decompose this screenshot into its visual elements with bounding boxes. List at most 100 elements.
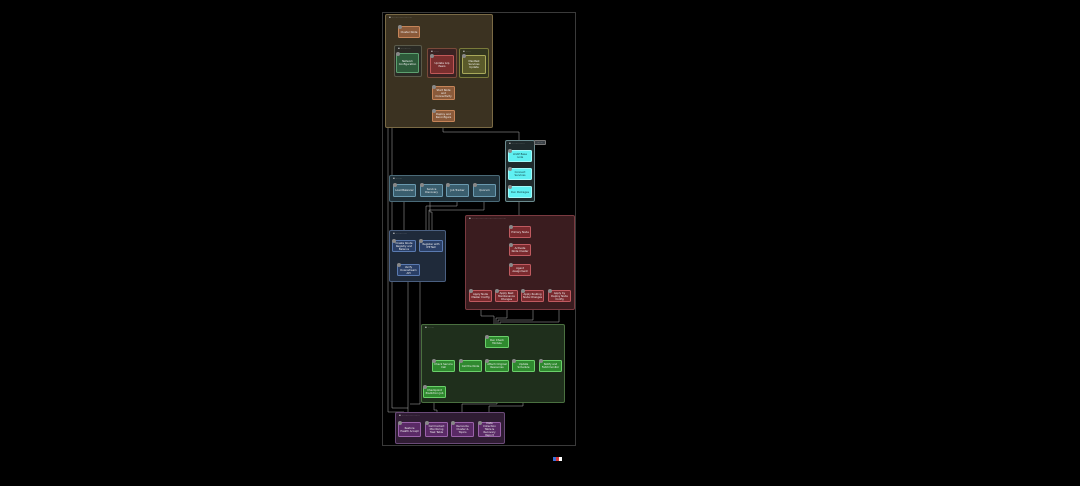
node-badge-icon — [396, 52, 400, 56]
node-badge-icon — [512, 359, 516, 363]
node-badge-icon — [469, 289, 473, 293]
node-c3[interactable]: Run Packages — [508, 185, 532, 198]
node-label: Check Service Call — [434, 363, 453, 369]
group-label: ▪ ······ — [431, 50, 439, 53]
edge — [428, 197, 485, 240]
node-r7[interactable]: Apply by Deploy Node Config — [548, 289, 571, 302]
node-p1[interactable]: Restore Health Accept — [398, 421, 421, 437]
node-badge-icon — [432, 109, 436, 113]
node-label: Update Schedule — [517, 363, 530, 369]
node-g4[interactable]: Attach Original Resources — [485, 359, 509, 372]
group-label: ▪ ······································… — [469, 217, 507, 220]
node-badge-icon — [451, 421, 455, 425]
node-label: Cluster Node — [400, 30, 418, 34]
node-badge-icon — [432, 85, 436, 89]
node-label: Deploy and Reconfigure — [435, 113, 452, 119]
node-label: Call Contact Monitoring Task Table — [428, 425, 445, 434]
node-badge-icon — [393, 183, 397, 187]
node-badge-icon — [473, 183, 477, 187]
node-r5[interactable]: Apply Rest Maintenance Changes — [495, 289, 518, 302]
node-a1[interactable]: Network Configuration — [396, 52, 419, 73]
node-t1[interactable]: Load Balancer — [393, 183, 416, 197]
node-label: Apply by Deploy Node Config — [551, 291, 568, 301]
brand-logo-icon — [553, 457, 562, 461]
node-b3[interactable]: Verify Downstream API — [397, 263, 420, 276]
node-p3[interactable]: Reconcile Cluster & Topics — [451, 421, 474, 437]
node-label: Attach Original Resources — [487, 363, 507, 369]
node-label: Create Route Registry and Balance — [395, 241, 413, 251]
node-c1[interactable]: LDAP Base node — [508, 149, 532, 162]
node-g2[interactable]: Check Service Call — [432, 359, 455, 372]
node-badge-icon — [430, 54, 434, 58]
node-badge-icon — [539, 359, 543, 363]
group-action-button[interactable]: ········ — [534, 140, 547, 145]
node-a3[interactable]: Manifest Services Update — [462, 54, 486, 74]
node-label: Register with IPP Net — [422, 243, 440, 249]
node-label: LDAP Base node — [513, 153, 527, 159]
node-label: Job Tracker — [450, 189, 465, 192]
node-p4[interactable]: Data Collection Table & Recovery Report — [478, 421, 501, 437]
node-start[interactable]: Cluster Node — [398, 25, 420, 38]
node-badge-icon — [508, 185, 512, 189]
node-badge-icon — [398, 421, 402, 425]
node-badge-icon — [509, 225, 513, 229]
node-badge-icon — [548, 289, 552, 293]
node-badge-icon — [397, 263, 401, 267]
node-badge-icon — [392, 239, 396, 243]
edge — [429, 197, 433, 240]
node-r2[interactable]: Activate Node Cluster — [509, 243, 531, 256]
diagram-frame — [382, 12, 576, 446]
node-badge-icon — [462, 54, 466, 58]
node-badge-icon — [425, 421, 429, 425]
node-a2[interactable]: Update Grp Peers — [430, 54, 454, 74]
node-label: Connect Services — [514, 171, 526, 177]
edge — [410, 282, 421, 405]
node-t2[interactable]: Service Discovery — [420, 183, 443, 197]
node-badge-icon — [420, 183, 424, 187]
node-badge-icon — [508, 149, 512, 153]
node-label: Start Node and Connectivity — [435, 88, 452, 98]
node-label: Apply Rest Maintenance Changes — [498, 291, 515, 301]
node-badge-icon — [459, 359, 463, 363]
node-label: Network Configuration — [398, 60, 417, 66]
group-label: ▪ ·············· — [393, 232, 408, 235]
node-g5[interactable]: Update Schedule — [512, 359, 535, 372]
node-r4[interactable]: Apply Node Master Config — [469, 289, 492, 302]
node-c2[interactable]: Connect Services — [508, 167, 532, 180]
node-g3[interactable]: Call the Node — [459, 359, 482, 372]
group-label: ▪ ························· — [389, 16, 413, 19]
node-label: Restore Health Accept — [400, 426, 419, 433]
node-label: Data Collection Table & Recovery Report — [483, 422, 496, 437]
group-label: ▪ ········ — [425, 326, 435, 329]
node-label: Primary Node — [511, 230, 529, 234]
node-badge-icon — [509, 263, 513, 267]
node-label: Quorum — [479, 189, 490, 192]
node-t3[interactable]: Job Tracker — [446, 183, 469, 197]
node-p2[interactable]: Call Contact Monitoring Task Table — [425, 421, 448, 437]
node-badge-icon — [508, 167, 512, 171]
node-label: Reconcile Cluster & Topics — [456, 425, 469, 434]
node-r1[interactable]: Primary Node — [509, 225, 531, 238]
node-r3[interactable]: Agent Assignment — [509, 263, 531, 276]
group-label: ▪ ······ — [463, 50, 471, 53]
group-label: ▪ ········ — [393, 177, 403, 180]
node-b2[interactable]: Register with IPP Net — [419, 239, 443, 252]
node-label: Checkpoint Prediction Job — [425, 389, 444, 395]
node-g1[interactable]: Run Check Module — [485, 335, 509, 348]
node-b1[interactable]: Create Route Registry and Balance — [392, 239, 416, 252]
group-label: ▪ ············ — [398, 47, 411, 50]
node-label: Manifest Services Update — [468, 60, 480, 69]
node-t4[interactable]: Quorum — [473, 183, 496, 197]
node-label: Load Balancer — [395, 189, 414, 192]
node-g7[interactable]: Checkpoint Prediction Job — [423, 385, 446, 398]
node-badge-icon — [485, 335, 489, 339]
group-label: ▪ ······················ — [399, 414, 420, 417]
node-deploy[interactable]: Deploy and Reconfigure — [432, 109, 455, 122]
node-merge[interactable]: Start Node and Connectivity — [432, 85, 455, 100]
node-badge-icon — [521, 289, 525, 293]
node-label: Run Packages — [511, 190, 529, 194]
node-g6[interactable]: Notify and Fetchmonitor — [539, 359, 562, 372]
node-label: Activate Node Cluster — [511, 247, 529, 253]
node-label: Service Discovery — [425, 187, 438, 194]
node-r6[interactable]: Apply Routing Node Changes — [521, 289, 544, 302]
